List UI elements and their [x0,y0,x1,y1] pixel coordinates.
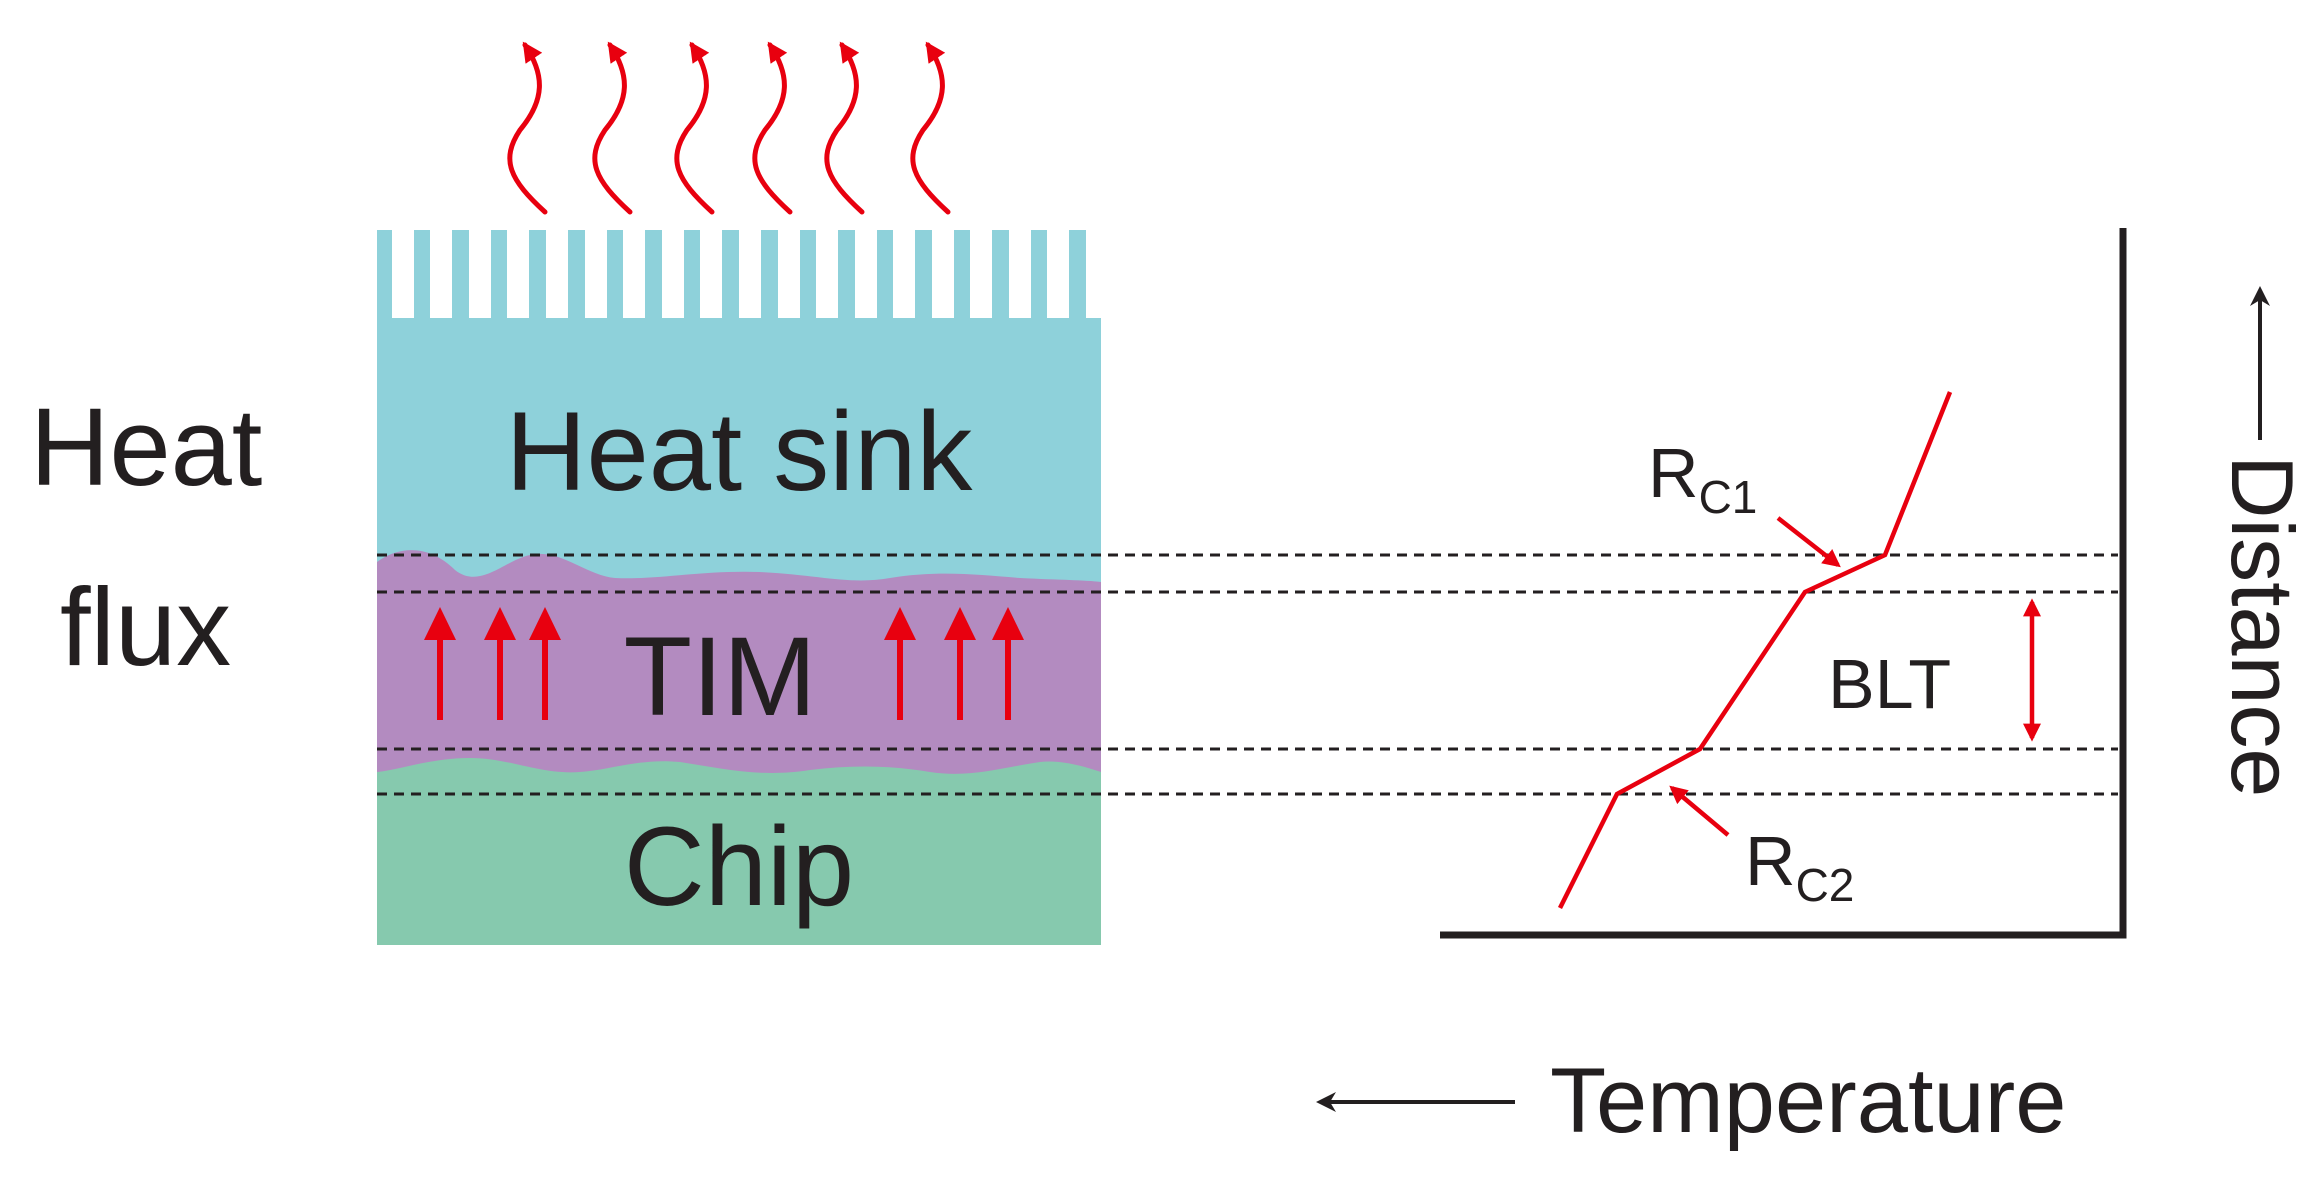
wavy-up-arrow-icon [752,41,793,215]
rc2-label: RC2 [1745,822,1854,911]
up-arrow-icon [944,607,976,720]
interface-lines [377,553,2118,796]
blt-label: BLT [1828,645,1951,723]
wavy-up-arrow-icon [507,41,548,215]
rc2-pointer-arrow [1669,785,1730,837]
flux-arrows [424,607,1024,720]
temperature-curve [1557,391,1953,910]
rc1-label: RC1 [1648,434,1757,523]
wavy-up-arrow-icon [674,41,715,215]
tim-label: TIM [624,614,817,739]
distance-label: Distance [2213,455,2312,797]
up-arrow-icon [992,607,1024,720]
up-arrow-icon [529,607,561,720]
heat-flux-label-line2: flux [60,566,231,689]
wavy-up-arrow-icon [592,41,633,215]
rc1-subscript: C1 [1699,471,1758,523]
tim-layer [377,550,1101,774]
chip-label: Chip [624,804,854,929]
rc2-subscript: C2 [1796,859,1855,911]
heat-sink-label: Heat sink [506,389,974,514]
up-arrow-icon [484,607,516,720]
rc1-pointer-arrow [1776,516,1841,568]
wavy-up-arrow-icon [910,41,951,215]
heat-sink-block [377,230,1101,600]
wavy-up-arrow-icon [824,41,865,215]
axes [1440,228,2127,939]
heat-waves [507,41,951,215]
chip-block [377,740,1101,945]
temperature-profile-plot: RC1 RC2 BLT Distance Temperature [1316,228,2312,1152]
up-arrow-icon [884,607,916,720]
temperature-label: Temperature [1550,1050,2066,1152]
up-arrow-icon [424,607,456,720]
heat-flux-label-line1: Heat [30,386,262,509]
